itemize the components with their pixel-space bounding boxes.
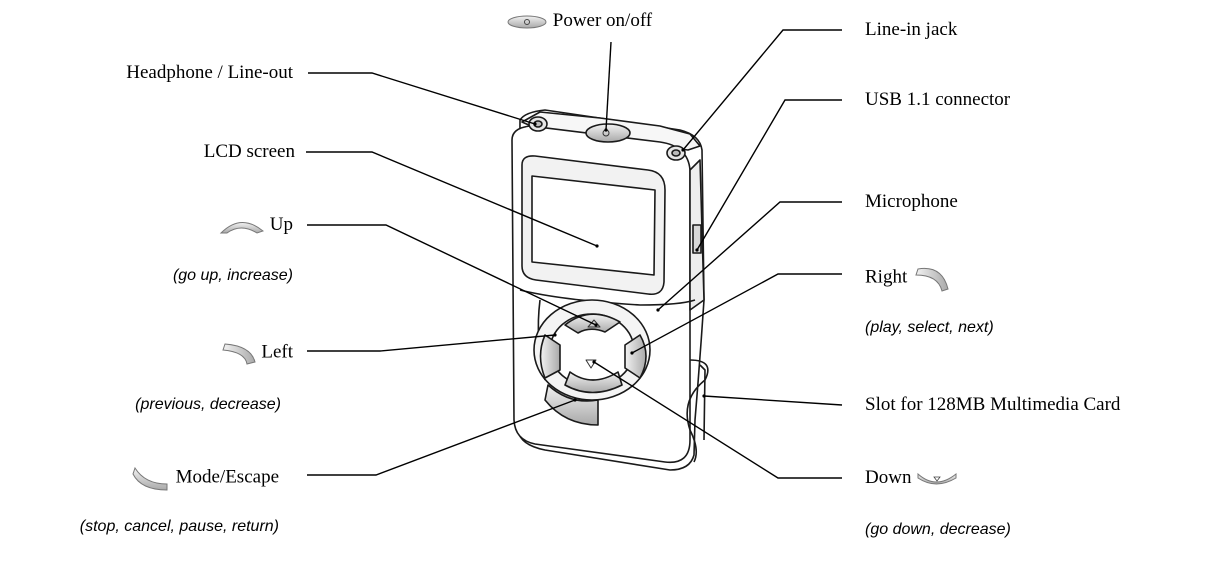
label-up-desc: (go up, increase) [172, 267, 293, 284]
label-mode-desc: (stop, cancel, pause, return) [79, 518, 279, 535]
label-line-in: Line-in jack [865, 19, 958, 40]
power-label-text: Power on/off [552, 10, 653, 31]
label-headphone: Headphone / Line-out [126, 62, 293, 83]
label-slot: Slot for 128MB Multimedia Card [865, 394, 1121, 415]
leader-dots [533, 122, 706, 402]
right-button-icon [915, 267, 949, 292]
label-left: Left [221, 340, 293, 366]
label-down-desc: (go down, decrease) [865, 521, 1011, 538]
label-usb: USB 1.1 connector [865, 89, 1011, 110]
leader-lines [306, 29, 843, 479]
label-right-desc: (play, select, next) [865, 319, 994, 336]
up-button-icon [219, 221, 265, 234]
label-right: Right [865, 263, 952, 293]
label-up: Up [219, 214, 293, 236]
mode-button-icon [132, 466, 168, 491]
label-mode: Mode/Escape [131, 464, 279, 492]
label-power: Power on/off [506, 10, 652, 32]
down-button-icon [917, 472, 957, 485]
label-lcd: LCD screen [203, 141, 295, 162]
label-microphone: Microphone [865, 191, 958, 212]
label-down: Down [865, 467, 958, 489]
power-button-icon [507, 15, 547, 29]
left-button-icon [221, 343, 256, 365]
label-left-desc: (previous, decrease) [135, 396, 281, 413]
mp3-player-device [511, 109, 709, 471]
